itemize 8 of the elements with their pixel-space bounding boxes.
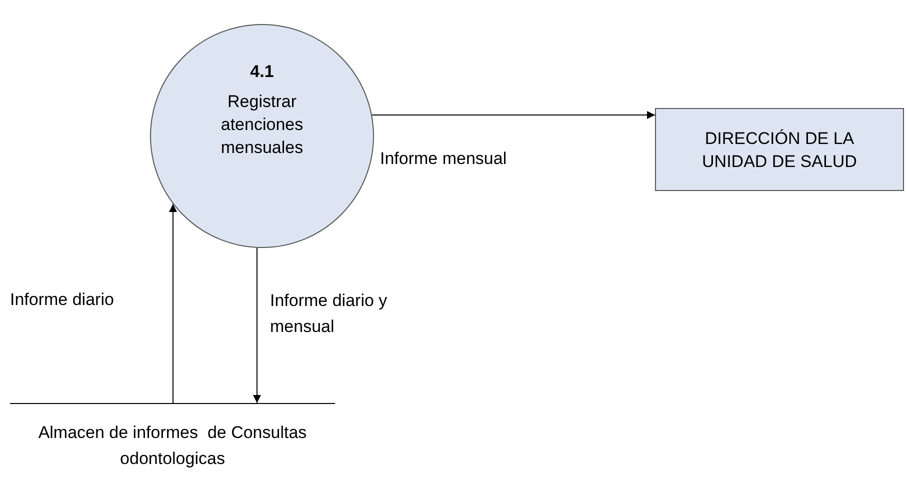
arrow bbox=[169, 204, 177, 404]
data-store-label: Almacen de informes de Consultas odontologicas bbox=[38, 422, 308, 470]
process-label: Registrar atenciones mensuales bbox=[220, 91, 304, 160]
arrow bbox=[253, 247, 261, 404]
process-number: 4.1 bbox=[250, 61, 274, 82]
entity-box bbox=[655, 108, 904, 191]
arrow bbox=[372, 111, 656, 119]
entity-label: DIRECCIÓN DE LA UNIDAD DE SALUD bbox=[701, 128, 858, 172]
